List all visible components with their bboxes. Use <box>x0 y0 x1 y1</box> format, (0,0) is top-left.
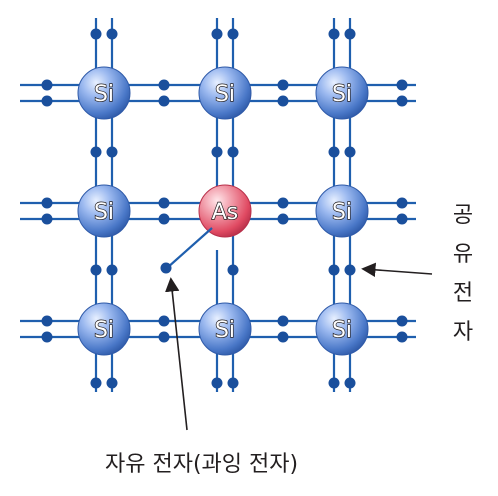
atom-sphere <box>198 302 252 356</box>
electron <box>106 28 118 40</box>
electron <box>277 79 289 91</box>
electron <box>106 377 118 389</box>
electron <box>396 331 408 343</box>
electron <box>41 331 53 343</box>
electron <box>41 95 53 107</box>
electron <box>90 377 102 389</box>
silicon-atom: Si <box>198 66 252 120</box>
atom-symbol: As <box>212 200 239 225</box>
atom-sphere <box>198 66 252 120</box>
electron <box>277 315 289 327</box>
silicon-atom: Si <box>77 66 131 120</box>
electron <box>227 28 239 40</box>
atom-symbol: Si <box>94 82 114 107</box>
electron <box>344 377 356 389</box>
covalent-electron-label: 공 유 전 자 <box>446 196 480 352</box>
covalent-electron-arrow <box>361 262 433 278</box>
electron <box>227 146 239 158</box>
covalent-electron-label-char: 유 <box>452 242 474 267</box>
electron <box>344 264 356 276</box>
electron <box>158 95 170 107</box>
electron <box>41 79 53 91</box>
electron <box>396 315 408 327</box>
arsenic-atom: As <box>198 184 252 238</box>
atom-symbol: Si <box>94 200 114 225</box>
atom-sphere <box>77 302 131 356</box>
electron <box>277 331 289 343</box>
covalent-electron-label-char: 전 <box>452 281 474 306</box>
electron <box>277 197 289 209</box>
electron <box>396 79 408 91</box>
atom-sphere <box>198 184 252 238</box>
electron <box>328 146 340 158</box>
electron-dots <box>41 28 408 389</box>
atom-symbol: Si <box>332 82 352 107</box>
electron <box>328 377 340 389</box>
free-electron-label: 자유 전자(과잉 전자) <box>105 452 299 477</box>
covalent-electron-label-char: 자 <box>452 320 474 345</box>
electron <box>41 213 53 225</box>
electron <box>158 331 170 343</box>
silicon-atom: Si <box>198 302 252 356</box>
electron <box>158 213 170 225</box>
electron <box>277 95 289 107</box>
electron <box>227 264 239 276</box>
free-electron <box>160 262 172 274</box>
electron <box>106 146 118 158</box>
electron <box>41 197 53 209</box>
electron <box>227 377 239 389</box>
silicon-atom: Si <box>77 184 131 238</box>
atom-symbol: Si <box>215 318 235 343</box>
silicon-atom: Si <box>315 66 369 120</box>
electron <box>396 197 408 209</box>
electron <box>90 146 102 158</box>
silicon-atom: Si <box>315 302 369 356</box>
atom-sphere <box>315 302 369 356</box>
electron <box>344 28 356 40</box>
atom-sphere <box>77 184 131 238</box>
atom-sphere <box>315 184 369 238</box>
electron <box>90 28 102 40</box>
electron <box>158 197 170 209</box>
electron <box>158 79 170 91</box>
electron <box>328 28 340 40</box>
electron <box>328 264 340 276</box>
silicon-atom: Si <box>77 302 131 356</box>
silicon-atom: Si <box>315 184 369 238</box>
electron <box>277 213 289 225</box>
electron <box>90 264 102 276</box>
atom-sphere <box>77 66 131 120</box>
electron <box>211 377 223 389</box>
electron <box>396 213 408 225</box>
atom-symbol: Si <box>94 318 114 343</box>
covalent-electron-label-char: 공 <box>452 203 474 228</box>
free-electron-bond <box>166 227 213 269</box>
electron <box>396 95 408 107</box>
electron <box>211 146 223 158</box>
atom-symbol: Si <box>332 200 352 225</box>
electron <box>41 315 53 327</box>
free-electron-arrow <box>165 277 188 431</box>
electron <box>106 264 118 276</box>
electron <box>211 28 223 40</box>
atom-symbol: Si <box>215 82 235 107</box>
atom-symbol: Si <box>332 318 352 343</box>
electron <box>158 315 170 327</box>
electron <box>344 146 356 158</box>
atom-sphere <box>315 66 369 120</box>
